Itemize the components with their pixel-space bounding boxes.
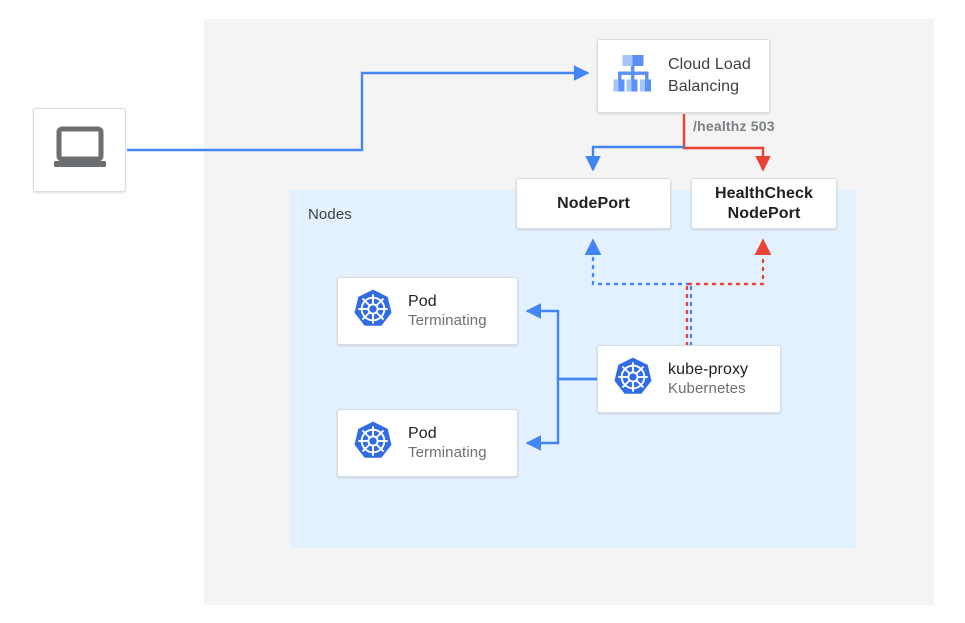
- nodeport-label: NodePort: [557, 194, 630, 212]
- nodes-region-label: Nodes: [308, 206, 352, 223]
- kube-proxy-title: kube-proxy: [668, 360, 749, 378]
- healthcheck-nodeport-label-line2: NodePort: [727, 204, 801, 222]
- cloud-load-balancing-box: Cloud Load Balancing: [597, 39, 770, 113]
- kube-proxy-subtitle: Kubernetes: [668, 379, 746, 397]
- client-device-box: [33, 108, 126, 192]
- kubernetes-icon: [352, 420, 394, 467]
- nodeport-box: NodePort: [516, 178, 671, 229]
- pod-2-labels: Pod Terminating: [408, 424, 487, 463]
- healthcheck-nodeport-box: HealthCheck NodePort: [691, 178, 837, 229]
- kube-proxy-box: kube-proxy Kubernetes: [597, 345, 781, 413]
- pod-1-title: Pod: [408, 292, 437, 310]
- cloud-load-balancing-label: Cloud Load Balancing: [668, 54, 751, 97]
- kubernetes-icon: [612, 356, 654, 403]
- healthcheck-nodeport-label-line1: HealthCheck: [714, 184, 814, 202]
- kube-proxy-labels: kube-proxy Kubernetes: [668, 360, 748, 399]
- cloud-load-balancing-icon: [610, 52, 656, 101]
- healthz-status-label: /healthz 503: [693, 118, 775, 134]
- cloud-load-balancing-label-line1: Cloud Load: [668, 56, 751, 74]
- kubernetes-icon: [352, 288, 394, 335]
- pod-box-2: Pod Terminating: [337, 409, 518, 477]
- pod-1-labels: Pod Terminating: [408, 292, 487, 331]
- pod-2-status: Terminating: [408, 443, 487, 461]
- cloud-load-balancing-label-line2: Balancing: [668, 78, 740, 95]
- pod-1-status: Terminating: [408, 311, 487, 329]
- healthcheck-nodeport-label: HealthCheck NodePort: [715, 184, 813, 224]
- pod-2-title: Pod: [408, 424, 437, 442]
- pod-box-1: Pod Terminating: [337, 277, 518, 345]
- laptop-icon: [52, 126, 108, 175]
